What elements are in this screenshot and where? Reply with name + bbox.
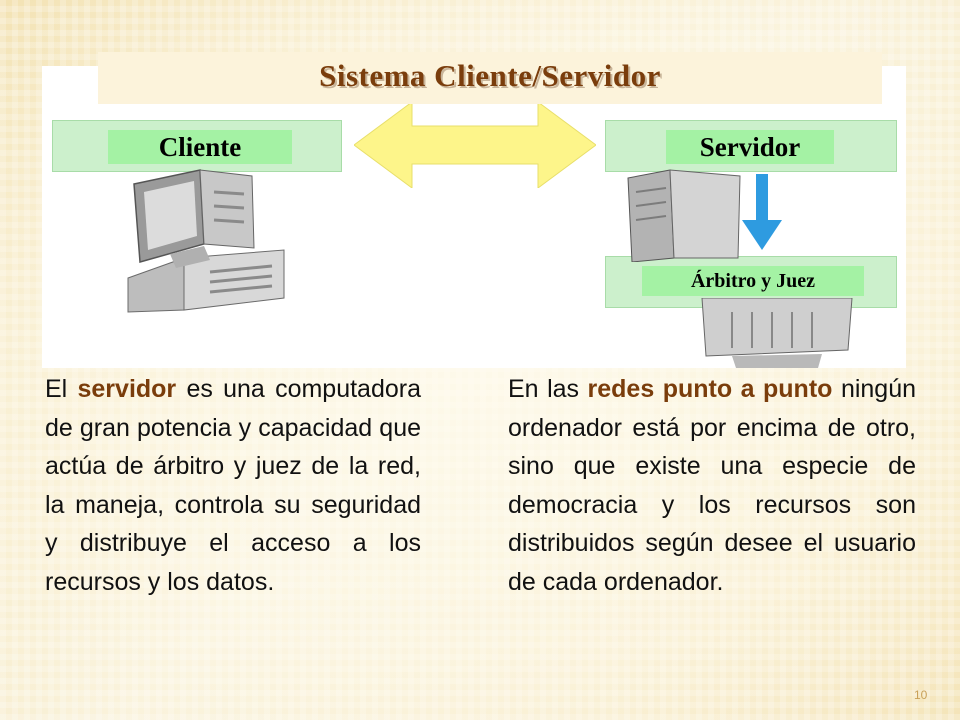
- arbiter-computer-icon: [701, 298, 853, 368]
- left-paragraph-start: El: [45, 375, 68, 403]
- left-paragraph-rest: es una computadora de gran potencia y ca…: [45, 375, 421, 596]
- page-number: 10: [914, 688, 928, 702]
- client-label: Cliente: [108, 130, 292, 164]
- right-paragraph: En las redes punto a punto ningún ordena…: [508, 370, 916, 601]
- right-paragraph-rest: ningún ordenador está por encima de otro…: [508, 375, 917, 596]
- double-arrow-icon[interactable]: [354, 102, 596, 188]
- client-computer-icon: [127, 169, 285, 313]
- right-paragraph-keyword: redes punto a punto: [587, 375, 833, 403]
- server-label: Servidor: [666, 130, 834, 164]
- client-server-diagram: Cliente Servidor Árbitro y Juez: [42, 66, 906, 368]
- left-paragraph: El servidor es una computadora de gran p…: [45, 370, 421, 601]
- arbiter-label: Árbitro y Juez: [642, 266, 864, 296]
- slide-title: Sistema Cliente/Servidor: [319, 58, 661, 93]
- down-arrow-icon: [742, 174, 782, 250]
- title-band: [98, 52, 882, 104]
- left-paragraph-keyword: servidor: [77, 375, 177, 403]
- server-computer-icon: [627, 169, 741, 262]
- right-paragraph-start: En las: [508, 375, 580, 403]
